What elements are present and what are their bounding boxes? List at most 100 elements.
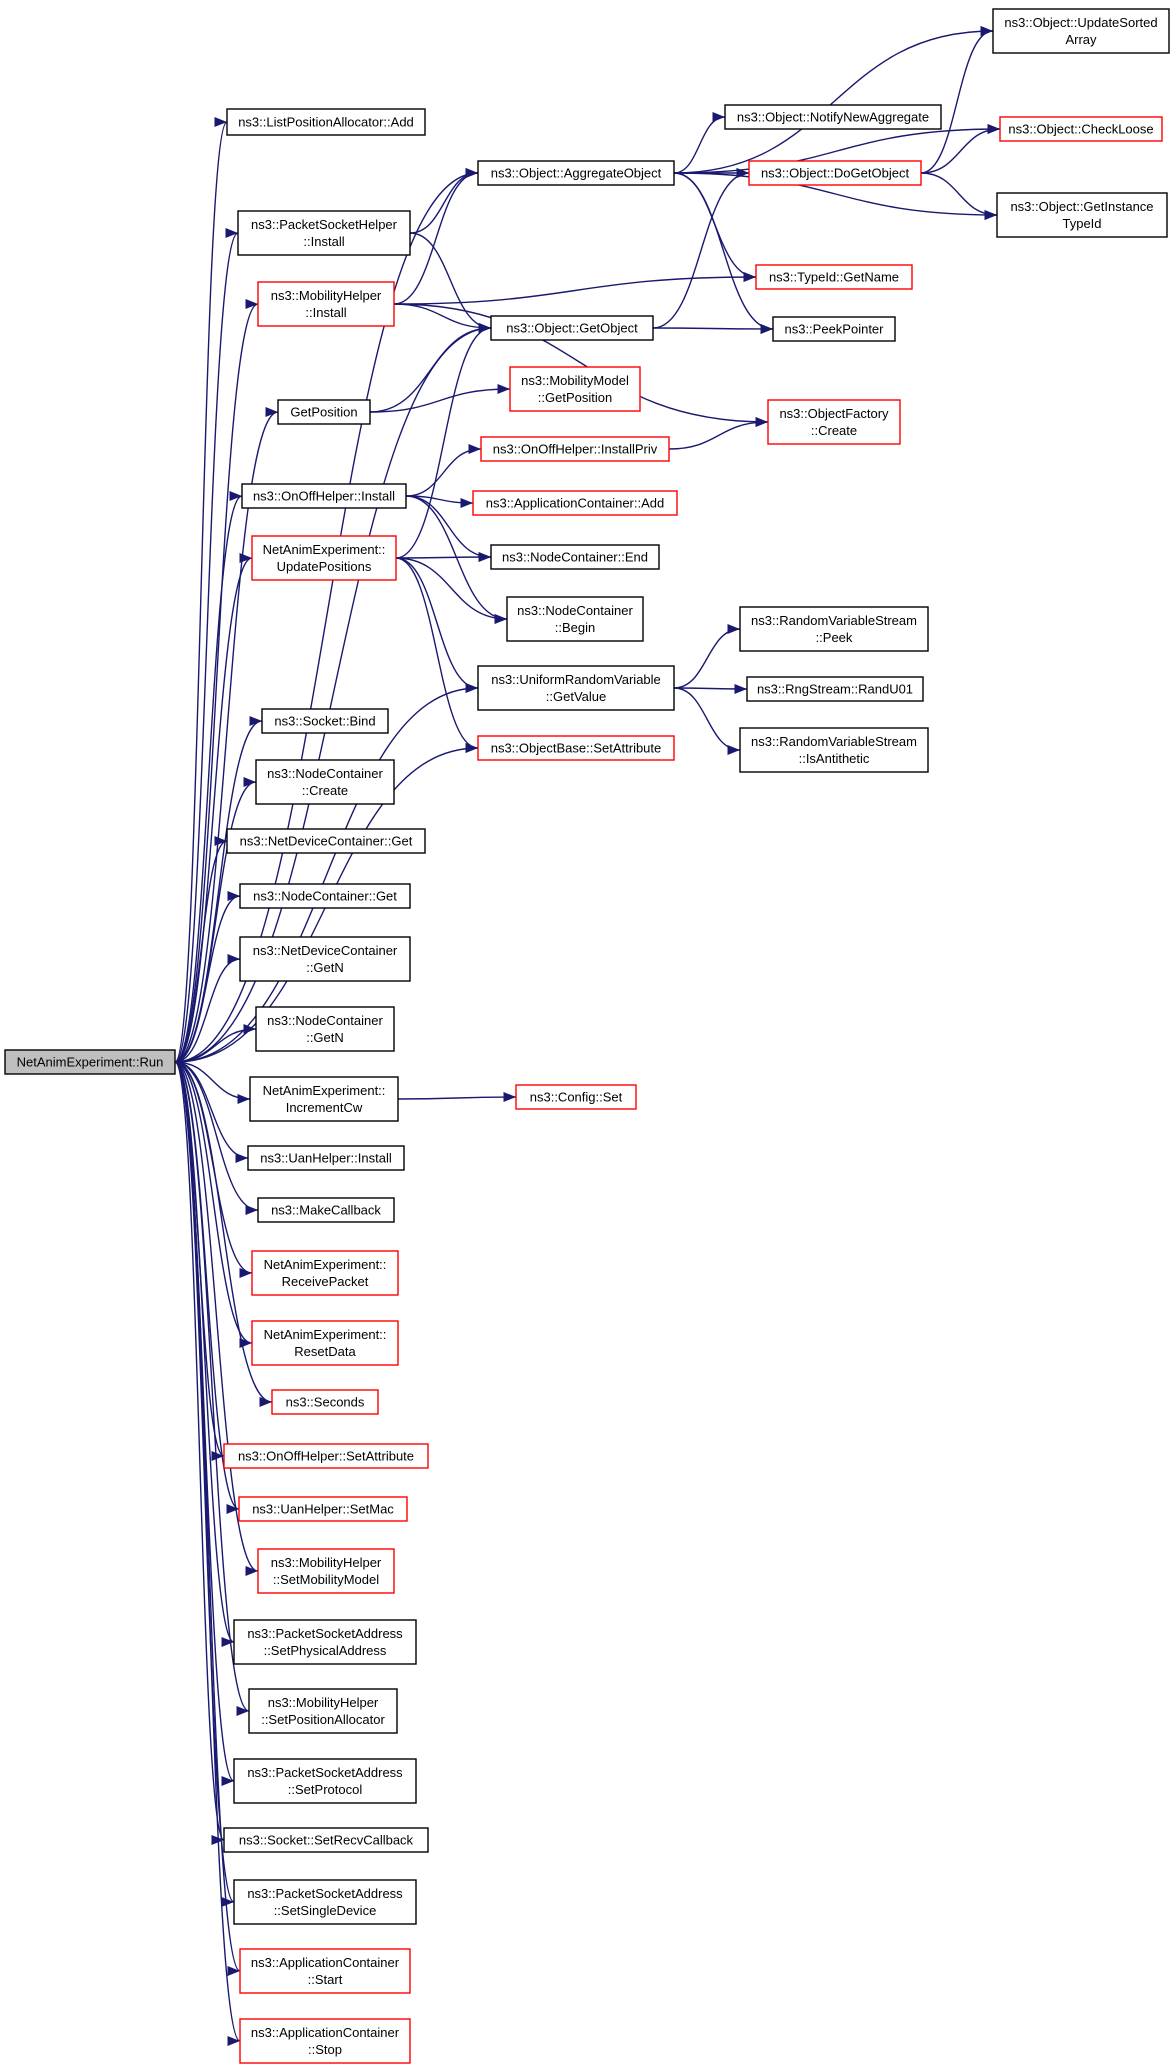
node-config-set[interactable]: ns3::Config::Set	[515, 1084, 637, 1110]
node-box	[724, 104, 942, 130]
node-label: IncrementCw	[286, 1100, 363, 1115]
node-label: ns3::UanHelper::SetMac	[252, 1502, 394, 1517]
node-box	[223, 1827, 429, 1853]
node-ac-start[interactable]: ns3::ApplicationContainer::Start	[239, 1948, 411, 1994]
node-ndc-getn[interactable]: ns3::NetDeviceContainer::GetN	[239, 936, 411, 982]
edge-run-to-mh-setpos	[174, 1061, 250, 1716]
node-mh-setmob[interactable]: ns3::MobilityHelper::SetMobilityModel	[257, 1548, 395, 1594]
node-uan-setmac[interactable]: ns3::UanHelper::SetMac	[238, 1496, 408, 1522]
node-nae-inccw[interactable]: NetAnimExperiment::IncrementCw	[249, 1076, 399, 1122]
node-nae-update[interactable]: NetAnimExperiment::UpdatePositions	[251, 535, 397, 581]
node-socket-bind[interactable]: ns3::Socket::Bind	[261, 708, 389, 734]
node-nc-begin[interactable]: ns3::NodeContainer::Begin	[506, 596, 644, 642]
node-ndc-get[interactable]: ns3::NetDeviceContainer::Get	[226, 828, 426, 854]
node-peekpointer[interactable]: ns3::PeekPointer	[772, 316, 896, 342]
node-obj-aggregate[interactable]: ns3::Object::AggregateObject	[477, 160, 675, 186]
node-ooh-installpriv[interactable]: ns3::OnOffHelper::InstallPriv	[480, 436, 670, 462]
node-mh-install[interactable]: ns3::MobilityHelper::Install	[257, 281, 395, 327]
node-ob-setattr[interactable]: ns3::ObjectBase::SetAttribute	[477, 735, 675, 761]
edge-run-to-socket-setrecv	[174, 1061, 225, 1845]
node-box	[251, 535, 397, 581]
node-psa-setsingle[interactable]: ns3::PacketSocketAddress::SetSingleDevic…	[233, 1879, 417, 1925]
edge-obj-getobject-to-peekpointer	[652, 323, 774, 335]
node-label: ns3::NodeContainer	[517, 603, 633, 618]
node-label: ns3::UniformRandomVariable	[491, 672, 661, 687]
node-obj-getobject[interactable]: ns3::Object::GetObject	[490, 315, 654, 341]
node-label: ::GetN	[306, 1030, 344, 1045]
edge-obj-dogetobject-to-obj-updsorted	[920, 26, 994, 174]
node-typeid-getname[interactable]: ns3::TypeId::GetName	[755, 264, 913, 290]
node-getposition[interactable]: GetPosition	[277, 399, 371, 425]
node-box	[271, 1389, 379, 1415]
node-objfactory-create[interactable]: ns3::ObjectFactory::Create	[767, 399, 901, 445]
node-label: ns3::PacketSocketAddress	[247, 1886, 403, 1901]
node-label: ns3::Config::Set	[530, 1090, 623, 1105]
node-label: ns3::NodeContainer	[267, 1013, 383, 1028]
edge-obj-dogetobject-to-obj-getinstance	[920, 172, 998, 221]
node-box	[257, 281, 395, 327]
node-box	[515, 1084, 637, 1110]
node-box	[506, 596, 644, 642]
node-nc-end[interactable]: ns3::NodeContainer::End	[490, 544, 660, 570]
node-nc-get[interactable]: ns3::NodeContainer::Get	[239, 883, 411, 909]
node-label: ns3::ApplicationContainer	[251, 1955, 400, 1970]
edge-getposition-to-mm-getpos	[369, 383, 511, 413]
node-label: ::SetPhysicalAddress	[264, 1643, 387, 1658]
node-nc-create[interactable]: ns3::NodeContainer::Create	[255, 759, 395, 805]
node-ooh-setattr[interactable]: ns3::OnOffHelper::SetAttribute	[223, 1443, 429, 1469]
node-nc-getn[interactable]: ns3::NodeContainer::GetN	[255, 1006, 395, 1052]
node-mm-getpos[interactable]: ns3::MobilityModel::GetPosition	[509, 366, 641, 412]
node-psa-setproto[interactable]: ns3::PacketSocketAddress::SetProtocol	[233, 1758, 417, 1804]
node-socket-setrecv[interactable]: ns3::Socket::SetRecvCallback	[223, 1827, 429, 1853]
node-label: ::SetProtocol	[288, 1782, 363, 1797]
node-nae-recv[interactable]: NetAnimExperiment::ReceivePacket	[251, 1250, 399, 1296]
node-label: ReceivePacket	[282, 1274, 369, 1289]
edge-run-to-seconds	[174, 1061, 273, 1407]
node-obj-notify[interactable]: ns3::Object::NotifyNewAggregate	[724, 104, 942, 130]
node-ac-add[interactable]: ns3::ApplicationContainer::Add	[472, 490, 678, 516]
node-urv-getvalue[interactable]: ns3::UniformRandomVariable::GetValue	[477, 665, 675, 711]
node-makecallback[interactable]: ns3::MakeCallback	[257, 1197, 395, 1223]
node-rvs-isanti[interactable]: ns3::RandomVariableStream::IsAntithetic	[739, 727, 929, 773]
node-box	[233, 1619, 417, 1665]
node-rvs-peek[interactable]: ns3::RandomVariableStream::Peek	[739, 606, 929, 652]
node-box	[472, 490, 678, 516]
node-ooh-install[interactable]: ns3::OnOffHelper::Install	[241, 483, 407, 509]
node-label: ns3::PacketSocketAddress	[247, 1765, 403, 1780]
node-nae-reset[interactable]: NetAnimExperiment::ResetData	[251, 1320, 399, 1366]
node-label: ns3::NodeContainer::End	[502, 550, 648, 565]
node-rng-randu01[interactable]: ns3::RngStream::RandU01	[746, 676, 924, 702]
edge-psh-install-to-obj-getobject	[409, 232, 492, 334]
node-psh-install[interactable]: ns3::PacketSocketHelper::Install	[237, 210, 411, 256]
node-label: ::Install	[305, 305, 346, 320]
node-label: ::IsAntithetic	[799, 751, 870, 766]
node-box	[223, 1443, 429, 1469]
node-seconds[interactable]: ns3::Seconds	[271, 1389, 379, 1415]
node-box	[255, 1006, 395, 1052]
edge-getposition-to-obj-getobject	[369, 322, 492, 413]
node-label: ns3::ApplicationContainer::Add	[486, 496, 665, 511]
node-lpa-add[interactable]: ns3::ListPositionAllocator::Add	[226, 108, 426, 136]
node-obj-dogetobject[interactable]: ns3::Object::DoGetObject	[748, 160, 922, 186]
node-label: NetAnimExperiment::Run	[17, 1055, 164, 1070]
node-ac-stop[interactable]: ns3::ApplicationContainer::Stop	[239, 2018, 411, 2064]
node-mh-setpos[interactable]: ns3::MobilityHelper::SetPositionAllocato…	[248, 1688, 398, 1734]
node-box	[261, 708, 389, 734]
edge-nae-inccw-to-config-set	[397, 1091, 517, 1103]
node-psa-setphys[interactable]: ns3::PacketSocketAddress::SetPhysicalAdd…	[233, 1619, 417, 1665]
node-label: ::GetPosition	[538, 390, 612, 405]
node-uan-install[interactable]: ns3::UanHelper::Install	[247, 1145, 405, 1171]
edge-run-to-psh-install	[174, 228, 239, 1063]
edge-nae-update-to-obj-getobject	[395, 323, 492, 559]
node-label: ::Start	[308, 1972, 343, 1987]
edge-run-to-urv-getvalue	[174, 682, 479, 1063]
node-obj-checkloose[interactable]: ns3::Object::CheckLoose	[999, 116, 1163, 142]
node-label: ::Create	[811, 423, 857, 438]
edge-run-to-getposition	[174, 407, 279, 1063]
edge-mh-install-to-typeid-getname	[393, 271, 757, 305]
node-run[interactable]: NetAnimExperiment::Run	[4, 1049, 176, 1075]
node-label: ns3::Seconds	[286, 1395, 365, 1410]
node-label: ResetData	[294, 1344, 356, 1359]
